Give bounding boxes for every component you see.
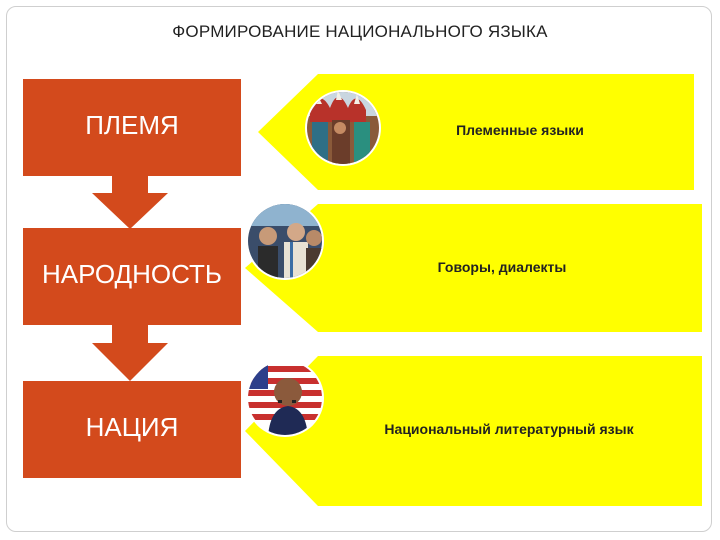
stage-label-nationality: НАРОДНОСТЬ	[41, 259, 222, 289]
stage-box-1	[23, 79, 241, 176]
nation-photo	[246, 359, 324, 437]
description-dialects: Говоры, диалекты	[437, 259, 567, 275]
stage-box-2	[23, 228, 241, 325]
description-shape-3	[245, 356, 702, 506]
stage-label-tribe: ПЛЕМЯ	[85, 110, 179, 140]
description-literary-language: Национальный литературный язык	[384, 421, 634, 437]
slide-title: ФОРМИРОВАНИЕ НАЦИОНАЛЬНОГО ЯЗЫКА	[172, 22, 548, 41]
description-tribal-languages: Племенные языки	[456, 122, 584, 138]
people-photo	[246, 202, 324, 280]
tribe-photo	[305, 90, 381, 166]
description-shape-2	[245, 204, 702, 332]
stage-box-3	[23, 381, 241, 478]
down-arrow-icon	[92, 325, 168, 381]
stage-label-nation: НАЦИЯ	[85, 412, 179, 442]
down-arrow-icon	[92, 176, 168, 229]
